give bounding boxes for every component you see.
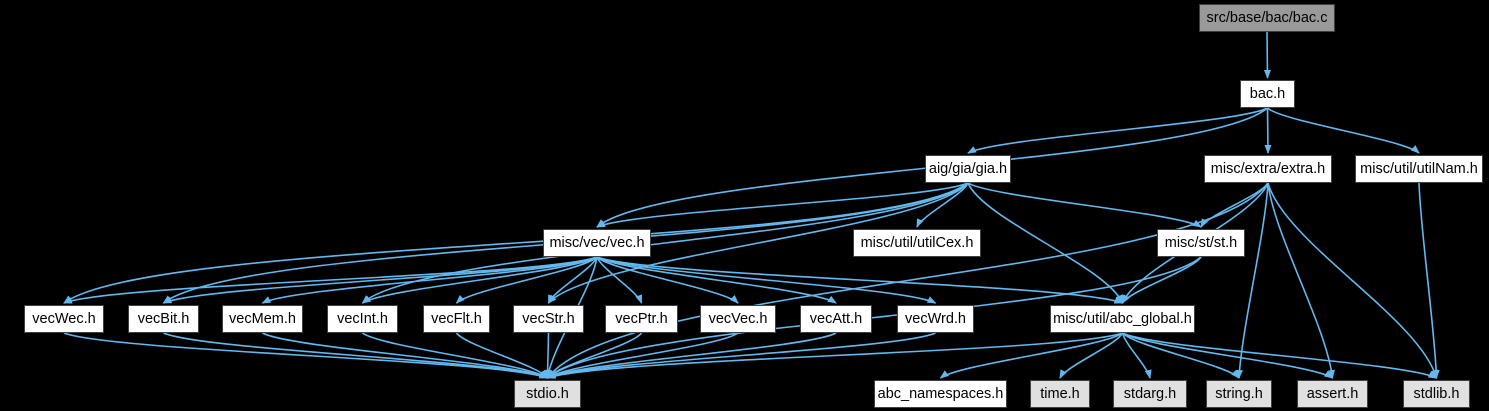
graph-node-gia-h[interactable]: aig/gia/gia.h: [925, 155, 1011, 183]
edge-extra-h-to-stdio-h: [546, 182, 1269, 379]
edge-vec-h-to-abc-global-h: [596, 256, 1124, 304]
edge-abc-global-h-to-assert-h: [1122, 332, 1334, 379]
edge-vecwrd-h-to-stdio-h: [546, 332, 936, 379]
edge-vecvec-h-to-stdio-h: [546, 332, 739, 379]
graph-node-stdlib-h[interactable]: stdlib.h: [1403, 380, 1470, 408]
graph-node-vecint-h[interactable]: vecInt.h: [327, 305, 398, 333]
edge-vec-h-to-vecflt-h: [455, 256, 598, 304]
edge-vec-h-to-vecmem-h: [261, 256, 598, 304]
graph-node-utilcex-h[interactable]: misc/util/utilCex.h: [853, 229, 981, 257]
graph-node-abc-global-h[interactable]: misc/util/abc_global.h: [1050, 305, 1195, 333]
edge-st-h-to-abc-global-h: [1121, 256, 1202, 304]
edge-bac-h-to-utilnam-h: [1266, 107, 1420, 154]
edge-abc-global-h-to-stdio-h: [546, 332, 1123, 379]
edge-gia-h-to-vec-h: [596, 182, 969, 228]
edge-bac-h-to-gia-h: [967, 107, 1268, 154]
edge-extra-h-to-st-h: [1200, 182, 1269, 228]
edge-extra-h-to-string-h: [1235, 182, 1269, 379]
edge-vec-h-to-vecvec-h: [596, 256, 739, 304]
edge-vec-h-to-vecptr-h: [596, 256, 643, 304]
edge-vecflt-h-to-stdio-h: [455, 332, 549, 379]
edge-abc-global-h-to-string-h: [1121, 332, 1240, 379]
graph-node-vecmem-h[interactable]: vecMem.h: [222, 305, 303, 333]
graph-node-bac-c[interactable]: src/base/bac/bac.c: [1199, 4, 1335, 32]
edge-bac-c-to-bac-h: [1263, 31, 1271, 79]
graph-node-bac-h[interactable]: bac.h: [1240, 80, 1295, 108]
edge-vec-h-to-vecatt-h: [596, 256, 837, 304]
graph-node-abc-namespaces[interactable]: abc_namespaces.h: [874, 380, 1007, 408]
graph-node-utilnam-h[interactable]: misc/util/utilNam.h: [1355, 155, 1483, 183]
edge-gia-h-to-abc-global-h: [967, 182, 1124, 304]
graph-node-extra-h[interactable]: misc/extra/extra.h: [1204, 155, 1332, 183]
graph-node-vecvec-h[interactable]: vecVec.h: [700, 305, 776, 333]
graph-node-vecwec-h[interactable]: vecWec.h: [24, 305, 104, 333]
edge-vecmem-h-to-stdio-h: [262, 332, 549, 379]
graph-node-vecbit-h[interactable]: vecBit.h: [128, 305, 199, 333]
edge-vec-h-to-vecwrd-h: [596, 256, 937, 304]
edge-vecbit-h-to-stdio-h: [163, 332, 549, 379]
edge-abc-global-h-to-time-h: [1059, 332, 1124, 379]
graph-node-assert-h[interactable]: assert.h: [1297, 380, 1368, 408]
graph-node-time-h[interactable]: time.h: [1030, 380, 1090, 408]
graph-node-vecflt-h[interactable]: vecFlt.h: [423, 305, 490, 333]
graph-node-string-h[interactable]: string.h: [1206, 380, 1272, 408]
graph-node-stdio-h[interactable]: stdio.h: [514, 380, 581, 408]
edge-bac-h-to-extra-h: [1264, 107, 1272, 154]
edge-utilnam-h-to-stdlib-h: [1418, 182, 1440, 379]
edge-vecstr-h-to-stdio-h: [544, 332, 552, 379]
graph-node-vecwrd-h[interactable]: vecWrd.h: [897, 305, 974, 333]
graph-node-stdarg-h[interactable]: stdarg.h: [1113, 380, 1187, 408]
edge-abc-global-h-to-stdlib-h: [1122, 332, 1438, 379]
edge-extra-h-to-assert-h: [1267, 182, 1336, 379]
graph-node-vecatt-h[interactable]: vecAtt.h: [800, 305, 872, 333]
edge-vec-h-to-vecbit-h: [162, 256, 598, 304]
edge-gia-h-to-utilcex-h: [916, 182, 969, 228]
edge-vec-h-to-vecint-h: [361, 256, 598, 304]
edge-gia-h-to-vecstr-h: [547, 182, 969, 304]
graph-node-vecptr-h[interactable]: vecPtr.h: [605, 305, 678, 333]
edge-abc-global-h-to-stdarg-h: [1121, 332, 1152, 379]
edge-gia-h-to-st-h: [967, 182, 1202, 228]
graph-node-vecstr-h[interactable]: vecStr.h: [513, 305, 584, 333]
edge-vecwec-h-to-stdio-h: [63, 332, 549, 379]
edge-vecint-h-to-stdio-h: [362, 332, 549, 379]
edge-extra-h-to-stdlib-h: [1267, 182, 1438, 379]
edge-vec-h-to-vecstr-h: [547, 256, 598, 304]
edge-st-h-to-stdio-h: [546, 256, 1202, 379]
graph-node-st-h[interactable]: misc/st/st.h: [1157, 229, 1245, 257]
graph-node-vec-h[interactable]: misc/vec/vec.h: [543, 229, 651, 257]
edge-abc-global-h-to-abc-namespaces: [939, 332, 1123, 379]
